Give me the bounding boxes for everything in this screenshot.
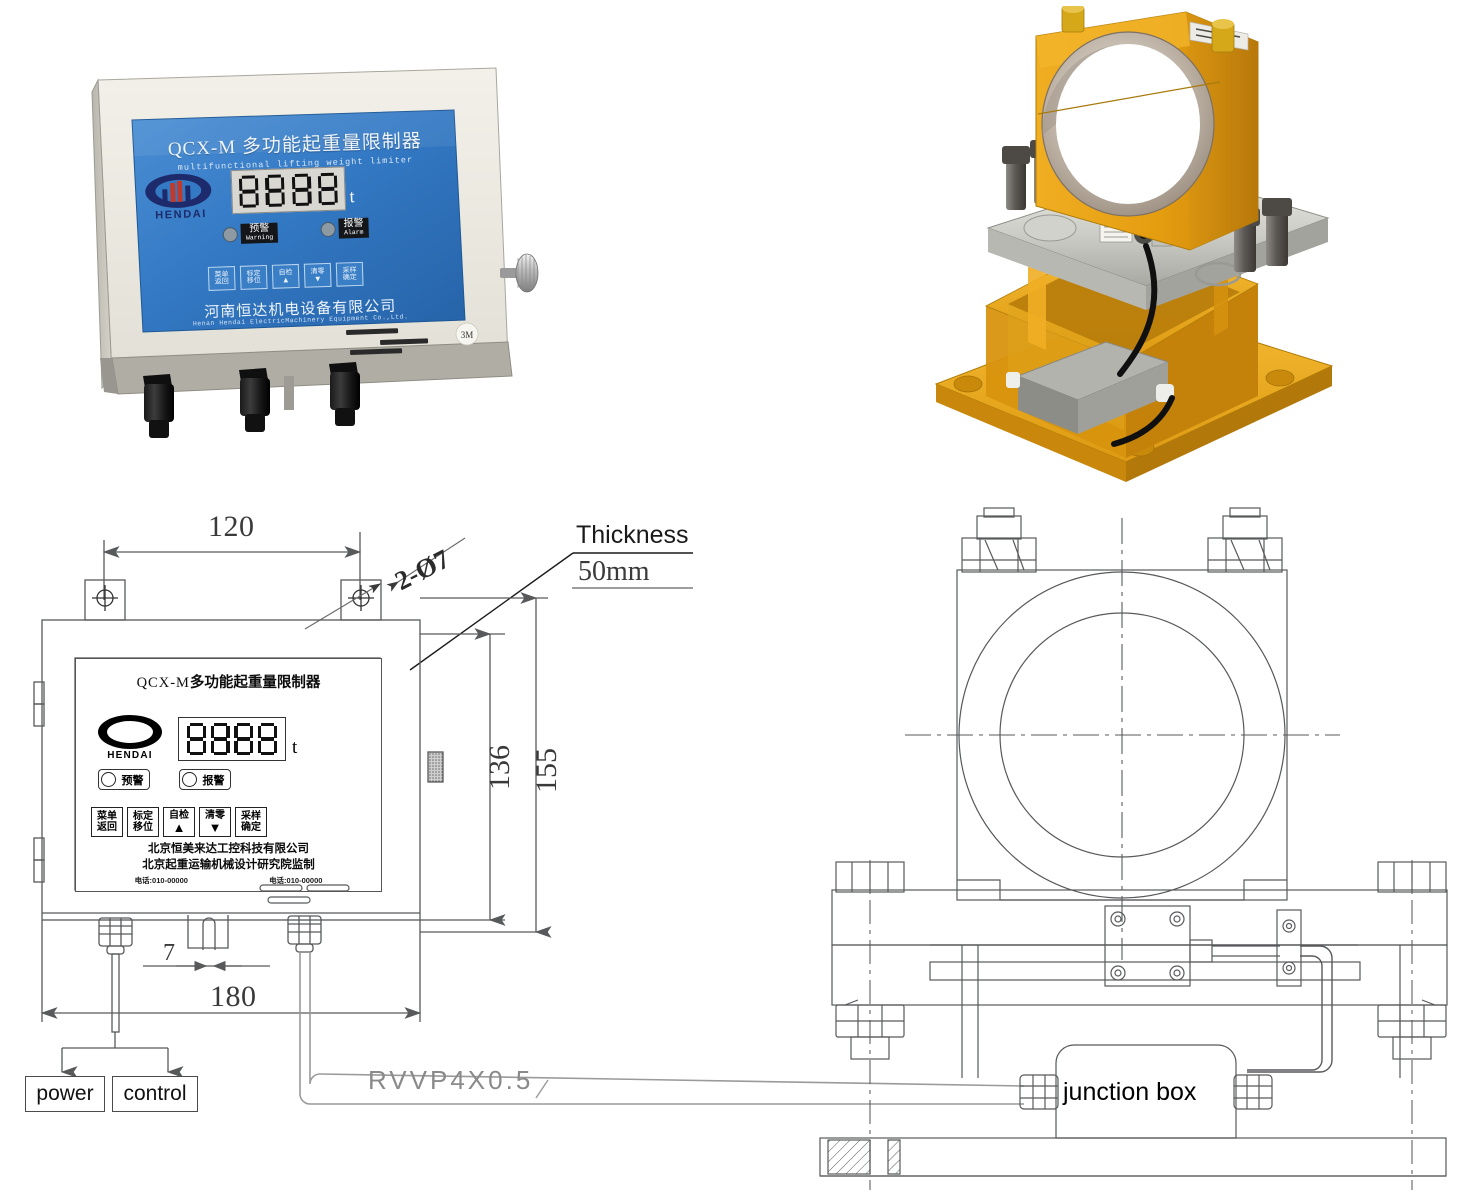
label-thickness-value: 50mm (578, 556, 650, 587)
drawing-panel-footer: 北京恒美来达工控科技有限公司 北京起重运输机械设计研究院监制 电话:010-00… (76, 842, 381, 886)
footer-company-1: 北京恒美来达工控科技有限公司 (148, 843, 309, 855)
power-box: power (25, 1076, 105, 1112)
digit (186, 723, 206, 755)
drawing-indicator-warning: 预警 (98, 769, 150, 790)
drawing-brand: HENDAI (107, 750, 153, 761)
footer-phone-right: 电话:010-00000 (269, 876, 323, 886)
drawing-panel-title: QCX-M多功能起重量限制器 (76, 671, 381, 692)
drawing-panel-title-lat: QCX-M (136, 675, 190, 691)
dwg-key-calibrate-shift[interactable]: 标定 移位 (127, 807, 159, 837)
drawing-keypad[interactable]: 菜单 返回 标定 移位 自检 ▲ 清零 ▼ 采样 确定 (91, 807, 267, 837)
alarm-label: 报警 (202, 774, 225, 787)
dim-180: 180 (210, 980, 257, 1013)
yellow-load-cell-photo (928, 6, 1338, 492)
footer-company-2: 北京起重运输机械设计研究院监制 (142, 858, 315, 871)
alarm-led-icon (182, 772, 197, 787)
qcx-m-controller-photo: 3M QCX-M 多功能起重量限制器 multifunctional lifti… (88, 58, 540, 458)
drawing-panel-title-cn: 多功能起重量限制器 (189, 675, 321, 691)
dwg-key-sample-confirm[interactable]: 采样 确定 (235, 807, 267, 837)
footer-phone-left: 电话:010-00000 (134, 876, 188, 886)
digit (210, 723, 230, 755)
cable-label-rvvp: RVVP4X0.5 (368, 1065, 534, 1095)
dwg-key-selftest-up[interactable]: 自检 ▲ (163, 807, 195, 837)
dwg-key-zero-down[interactable]: 清零 ▼ (199, 807, 231, 837)
drawing-display (178, 717, 286, 761)
arrow-down-icon: ▼ (208, 820, 222, 835)
digit (234, 723, 254, 755)
arrow-up-icon: ▲ (172, 820, 186, 835)
digit (258, 723, 278, 755)
drawing-indicator-alarm: 报警 (179, 769, 231, 790)
drawing-logo: HENDAI (98, 715, 166, 763)
warning-label: 预警 (121, 774, 144, 787)
junction-box-label: junction box (1063, 1078, 1197, 1106)
dim-7: 7 (163, 940, 175, 966)
drawing-panel-face: QCX-M多功能起重量限制器 HENDAI t 预警 报警 (75, 658, 382, 892)
drawing-display-unit: t (292, 737, 298, 758)
dim-120: 120 (208, 510, 255, 543)
dwg-key-menu-return[interactable]: 菜单 返回 (91, 807, 123, 837)
warning-led-icon (101, 772, 116, 787)
svg-text:3M: 3M (461, 330, 474, 340)
label-thickness: Thickness (576, 521, 689, 549)
control-box: control (112, 1076, 198, 1112)
